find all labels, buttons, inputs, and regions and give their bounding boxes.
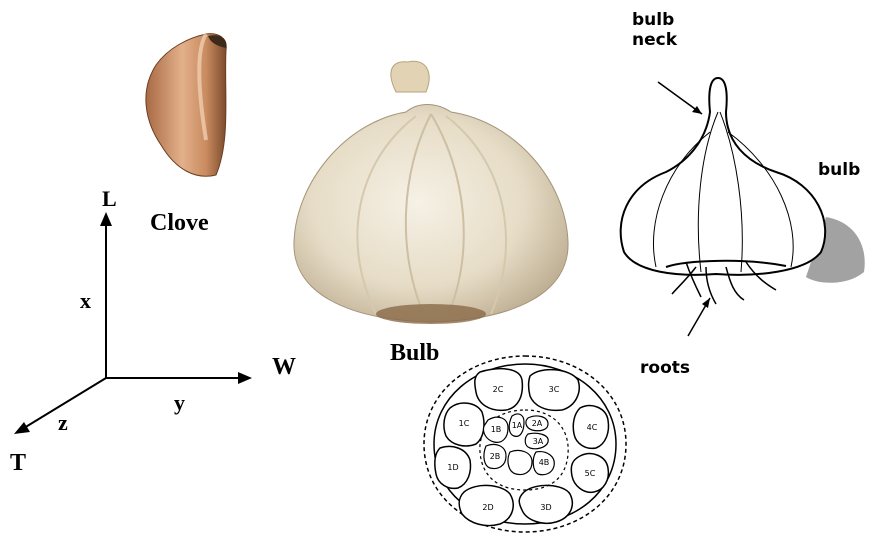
axis-z-label: z: [58, 410, 68, 436]
outer-cloves: [435, 369, 609, 526]
axis-y-label: y: [174, 390, 185, 416]
garlic-bulb-image: [286, 52, 576, 337]
clove-label-1B: 1B: [491, 425, 502, 434]
sketch-annotation-arrows: [640, 40, 750, 340]
clove-label-2D: 2D: [482, 503, 493, 512]
axis-W-label: W: [272, 354, 296, 381]
axis-L-label: L: [102, 186, 117, 212]
clove-label-2B: 2B: [490, 452, 501, 461]
clove-label-2C: 2C: [493, 385, 504, 394]
clove-label-1D: 1D: [447, 463, 458, 472]
clove-label-1A: 1A: [512, 421, 523, 430]
bulb-cross-section: 2C 3C 1C 4C 1D 5C 2D 3D 1B 2A 1A 3A 2B 4…: [420, 352, 630, 534]
clove-label-3D: 3D: [540, 503, 551, 512]
clove-label-5C: 5C: [585, 469, 596, 478]
clove-label-4C: 4C: [587, 423, 598, 432]
coordinate-axes: [0, 180, 270, 440]
clove-label-3C: 3C: [549, 385, 560, 394]
sketch-bulb-neck-label-line1: bulb: [632, 10, 677, 30]
clove-label-1C: 1C: [459, 419, 470, 428]
sketch-bulb-neck-label-line2: neck: [632, 30, 677, 50]
sketch-bulb-label: bulb: [818, 160, 860, 180]
axis-T-label: T: [10, 450, 26, 477]
clove-label-3A: 3A: [533, 437, 544, 446]
axis-x-label: x: [80, 288, 91, 314]
clove-label-4B: 4B: [539, 458, 550, 467]
garlic-clove-image: [136, 30, 236, 180]
sketch-roots-label: roots: [640, 358, 690, 378]
clove-label-2A: 2A: [532, 419, 543, 428]
sketch-bulb-neck-label: bulb neck: [632, 10, 677, 50]
